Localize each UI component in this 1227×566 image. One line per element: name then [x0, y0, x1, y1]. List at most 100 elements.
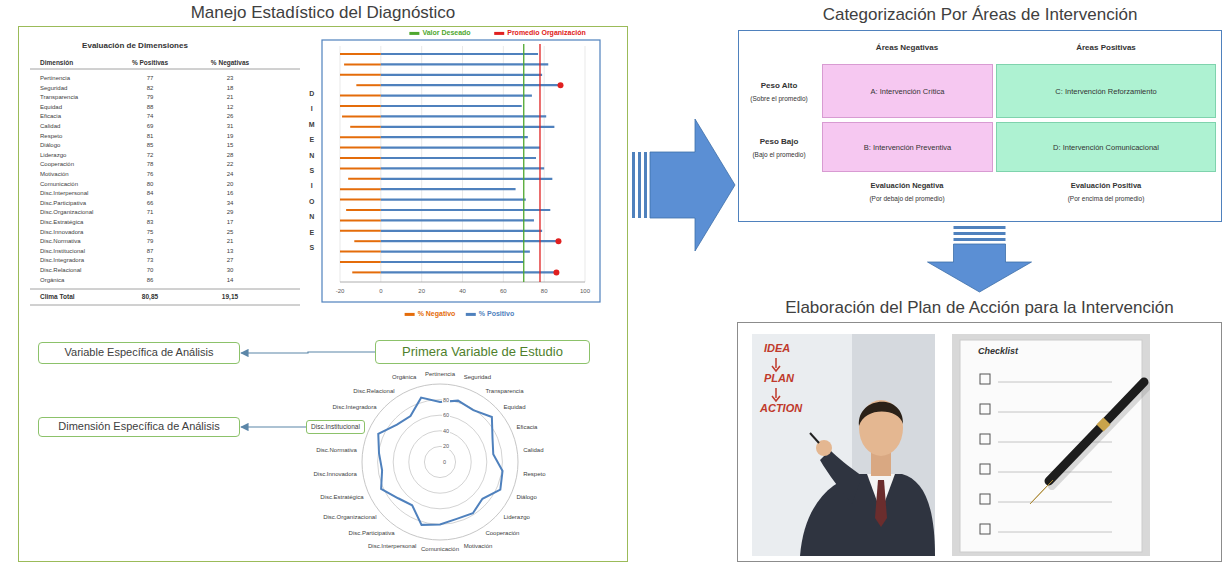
axis-tick: 0: [379, 288, 382, 295]
row-label: Peso Bajo: [760, 137, 799, 146]
negative-bar: [340, 147, 381, 149]
matrix-header: Áreas Positivas: [1076, 43, 1136, 52]
radar-tick: 40: [442, 428, 450, 434]
table-cell: 70: [147, 267, 154, 274]
positive-bar: [381, 251, 530, 253]
arrow-stripe: [638, 152, 641, 218]
negative-bar: [346, 209, 381, 211]
matrix-cell: B: Intervención Preventiva: [822, 122, 993, 172]
table-cell: 26: [227, 113, 234, 120]
negative-bar: [340, 230, 381, 232]
table-cell: 88: [147, 103, 154, 110]
checkbox: [980, 404, 990, 414]
axis-tick: 60: [500, 288, 507, 295]
table-total: 19,15: [222, 293, 238, 300]
table-cell: 87: [147, 247, 154, 254]
table-cell: 79: [147, 238, 154, 245]
grid-line: [340, 46, 341, 282]
table-cell: Calidad: [40, 123, 60, 130]
table-cell: 66: [147, 199, 154, 206]
table-cell: 83: [147, 219, 154, 226]
cell-text: C: Intervención Reforzamiento: [1055, 87, 1156, 96]
table-cell: 28: [227, 151, 234, 158]
grid-line: [585, 46, 586, 282]
radar-axis-label: Disc.Integradora: [332, 404, 376, 411]
table-cell: 71: [147, 209, 154, 216]
bar-chart: [340, 44, 585, 282]
legend-item: Promedio Organización: [494, 29, 586, 37]
checkbox: [980, 434, 990, 444]
table-cell: Disc.Normativa: [40, 238, 81, 245]
grid-line: [380, 46, 381, 282]
arrow-connector: [241, 352, 375, 353]
checkbox: [980, 494, 990, 504]
negative-bar: [340, 53, 381, 55]
fountain-pen: [1049, 382, 1144, 481]
legend-swatch: [466, 313, 476, 316]
radar-axis-label: Respeto: [523, 471, 545, 478]
checkbox: [980, 464, 990, 474]
table-cell: 81: [147, 132, 154, 139]
cell-text: A: Intervención Crítica: [871, 87, 945, 96]
column-header: Dimensión: [40, 59, 73, 66]
table-cell: Disc.Interpersonal: [40, 190, 88, 197]
table-cell: 82: [147, 84, 154, 91]
radar-tick: 20: [442, 443, 450, 449]
radar-tick: 60: [442, 412, 450, 418]
row-note: (Sobre el promedio): [750, 95, 807, 102]
checklist-line: [998, 502, 1112, 503]
radar-axis-label: Disc.Innovadora: [313, 471, 356, 478]
table-cell: Equidad: [40, 103, 62, 110]
table-rule: [30, 289, 300, 290]
negative-bar: [340, 136, 381, 138]
positive-bar: [381, 167, 544, 169]
positive-bar: [381, 115, 546, 117]
suit: [800, 474, 935, 556]
block-arrow: [650, 119, 735, 251]
positive-bar: [381, 84, 561, 86]
radar-axis-label: Disc.Organizacional: [323, 514, 376, 521]
positive-bar: [381, 188, 516, 190]
checkbox: [980, 374, 990, 384]
table-total: Clima Total: [40, 293, 75, 300]
highlight-dot: [555, 238, 561, 244]
negative-bar: [340, 251, 381, 253]
table-cell: 24: [227, 171, 234, 178]
marker-pen: [810, 433, 819, 443]
column-header: % Negativas: [211, 59, 249, 66]
arrow-stripe: [644, 152, 647, 218]
checkbox: [980, 524, 990, 534]
radar-axis-label: Orgánica: [392, 375, 416, 382]
positive-bar: [381, 147, 540, 149]
table-cell: 14: [227, 276, 234, 283]
legend-item: % Positivo: [466, 310, 514, 318]
radar-axis-label: Cooperación: [485, 529, 519, 536]
radar-tick: 80: [442, 396, 450, 402]
flow-arrow: [775, 358, 777, 368]
table-cell: 30: [227, 267, 234, 274]
column-header: % Positivas: [132, 59, 168, 66]
arrow-stripe: [954, 226, 1006, 229]
photo-illustration: [952, 334, 1150, 556]
radar-axis-label: Eficacia: [516, 424, 537, 431]
connector-group: [241, 352, 375, 353]
chart-frame: [322, 40, 600, 302]
arm: [820, 450, 862, 504]
panel-frame: [18, 26, 628, 562]
column-label: Evaluación Negativa: [871, 182, 944, 191]
panel-heading: Elaboración del Plan de Acción para la I…: [737, 294, 1222, 322]
positive-bar: [381, 126, 555, 128]
axis-tick: 20: [418, 288, 425, 295]
negative-bar: [340, 95, 381, 97]
negative-bar: [340, 261, 381, 263]
table-rule: [30, 69, 300, 70]
radar-axis-label: Diálogo: [516, 493, 536, 500]
radar-tick: 0: [442, 459, 447, 465]
photo: Checklist: [952, 334, 1150, 556]
photo-text: ACTION: [760, 402, 802, 415]
negative-bar: [340, 199, 381, 201]
radar-axis-label: Motivación: [464, 543, 493, 550]
highlight-dot: [553, 269, 559, 275]
table-total: 80,85: [142, 293, 158, 300]
table-cell: Comunicación: [40, 180, 78, 187]
